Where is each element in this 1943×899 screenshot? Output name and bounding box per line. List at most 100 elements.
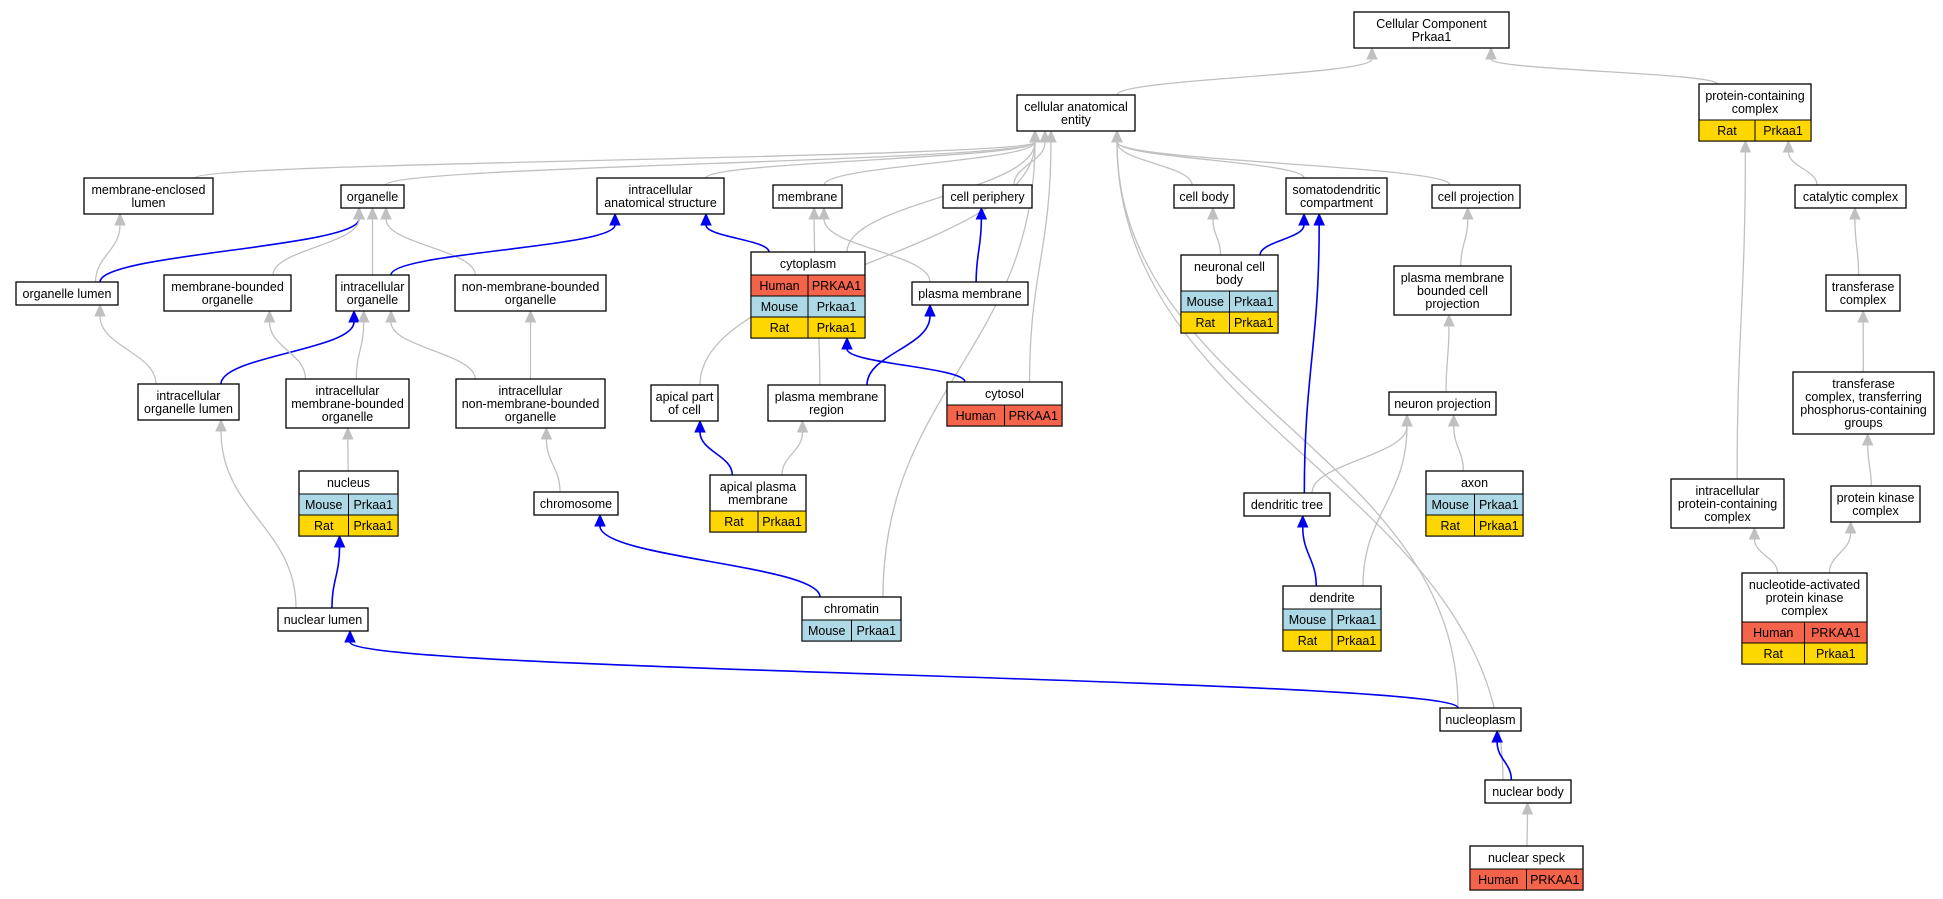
term-node-nlum[interactable]: nuclear lumen [277,607,369,632]
edge-arrowhead [1857,309,1869,323]
term-node-cbody[interactable]: cell body [1173,184,1235,209]
term-box [340,184,405,209]
edge-dtree-to-soma [1303,224,1320,494]
term-node-chrom[interactable]: chromosome [533,491,619,516]
term-node-cproj[interactable]: cell projection [1431,184,1521,209]
edge-orgl-to-mel [94,224,121,283]
edge-apc-to-cae [699,141,1036,386]
edge-nlum-to-iol [220,430,297,609]
species-label: Human [759,279,799,293]
edge-cbody-to-cae [1116,141,1193,186]
term-node-org[interactable]: organelle [340,184,405,209]
edge-org-to-cae [385,141,1036,186]
edge-cytosol-to-cyto [846,348,966,383]
edge-arrowhead [1111,129,1123,143]
species-label: Mouse [1431,498,1469,512]
edge-arrowhead [700,212,712,226]
term-node-nbody[interactable]: nuclear body [1484,779,1572,804]
term-node-dtree[interactable]: dendritic tree [1243,492,1331,517]
edge-arrowhead [796,419,809,433]
edge-io-to-ias [390,224,616,276]
term-box [772,184,843,209]
term-node-cper[interactable]: cell periphery [942,184,1033,209]
species-label: Mouse [1186,295,1224,309]
term-label: chromatin [824,602,879,616]
term-node-nplasm[interactable]: nucleoplasm [1439,707,1522,732]
gene-symbol: PRKAA1 [1009,409,1058,423]
edge-arrowhead [924,303,936,317]
gene-cell [807,316,866,339]
term-box [1173,184,1235,209]
term-box [455,378,606,429]
term-label: cell projection [1438,190,1514,204]
term-label: nuclear body [1492,785,1564,799]
edge-arrowhead [1447,413,1460,427]
term-box [1243,492,1331,517]
gene-cell [1331,629,1382,652]
species-label: Mouse [808,624,846,638]
species-label: Rat [1717,124,1737,138]
edge-chromatin-to-chrom [599,525,821,598]
term-node-orgl[interactable]: organelle lumen [15,281,119,306]
edge-imbo-to-mbo [268,321,307,380]
edge-arrowhead [353,206,365,220]
edge-cyto-to-ias [705,224,770,253]
edge-napk-to-pkc [1828,532,1852,574]
edge-axon-to-nproj [1453,425,1464,472]
edge-napk-to-ipcc [1753,538,1779,574]
edge-arrowhead [1485,46,1497,60]
edge-arrowhead [1296,514,1309,528]
edge-arrowhead [808,206,820,220]
edge-arrowhead [1366,46,1378,60]
gene-cell [1474,514,1524,537]
term-node-pm[interactable]: plasma membrane [911,281,1029,306]
term-box [163,274,292,312]
term-box [1670,478,1785,529]
edge-nbody-to-nplasm [1496,741,1513,781]
gene-symbol: Prkaa1 [1816,647,1856,661]
edge-arrowhead [1401,413,1413,427]
term-node-nproj[interactable]: neuron projection [1388,391,1497,416]
gene-cell [757,510,807,533]
term-box [1016,94,1136,132]
edges-layer [94,46,1874,847]
term-box [1794,184,1907,209]
edge-arrowhead [609,212,621,226]
term-node-catc[interactable]: catalytic complex [1794,184,1907,209]
term-node-mem[interactable]: membrane [772,184,843,209]
